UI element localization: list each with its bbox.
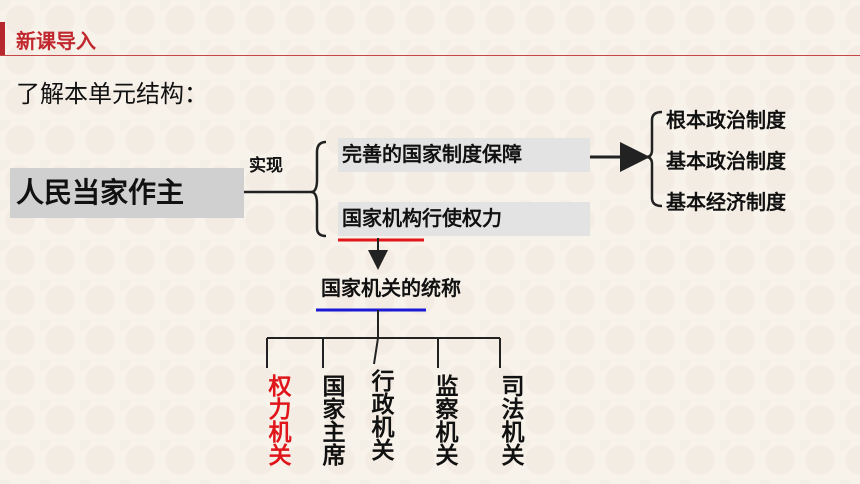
system-basic-economic: 基本经济制度 bbox=[666, 190, 786, 214]
header-divider bbox=[0, 55, 860, 56]
organ-state-president: 国家主席 bbox=[322, 374, 346, 469]
tree-leg bbox=[373, 337, 379, 365]
collective-name-label: 国家机关的统称 bbox=[321, 276, 461, 300]
organ-power: 权力机关 bbox=[268, 374, 292, 469]
organ-supervisory: 监察机关 bbox=[435, 374, 459, 469]
organ-administrative: 行政机关 bbox=[371, 369, 395, 464]
organ-judicial: 司法机关 bbox=[501, 374, 525, 469]
system-basic-political: 基本政治制度 bbox=[666, 149, 786, 173]
branch-guarantee: 完善的国家制度保障 bbox=[338, 138, 590, 172]
branch-exercise-power: 国家机构行使权力 bbox=[338, 202, 590, 236]
relation-label: 实现 bbox=[249, 156, 283, 176]
header-accent-mark bbox=[0, 22, 5, 56]
header-bar: 新课导入 bbox=[0, 22, 860, 56]
branch-bracket bbox=[310, 140, 327, 238]
systems-bracket bbox=[645, 110, 663, 208]
intro-text: 了解本单元结构： bbox=[16, 80, 208, 108]
system-fundamental-political: 根本政治制度 bbox=[666, 108, 786, 132]
header-title: 新课导入 bbox=[16, 29, 96, 53]
root-node: 人民当家作主 bbox=[10, 168, 244, 218]
